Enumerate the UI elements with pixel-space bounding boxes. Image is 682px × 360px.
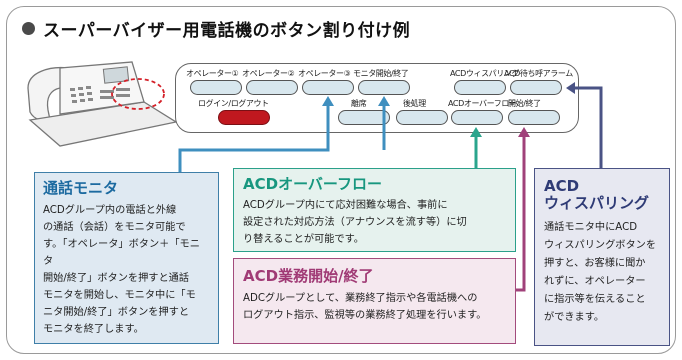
call-monitor-title: 通話モニタ bbox=[43, 179, 119, 197]
acd-overflow-button[interactable] bbox=[451, 110, 503, 125]
label-acd-queue-alarm: ACD待ち呼アラーム bbox=[504, 69, 573, 78]
login-logout-button[interactable] bbox=[218, 110, 270, 125]
body-line: 開始/終了」ボタンを押すと通話 bbox=[43, 273, 190, 285]
operator-1-button[interactable] bbox=[190, 80, 242, 95]
label-acd-whisper: ACDウィスパリング bbox=[450, 69, 520, 78]
body-line: の通話（会話）をモニタ可能で bbox=[43, 222, 186, 234]
body-line: ADCグループとして、業務終了指示や各電話機への bbox=[243, 293, 478, 305]
label-operator-2: オペレーター② bbox=[242, 69, 295, 78]
title-line: ACD bbox=[544, 177, 580, 195]
arrow-monitor-operator bbox=[322, 96, 334, 106]
label-after-call-work: 後処理 bbox=[403, 99, 426, 108]
operator-2-button[interactable] bbox=[246, 80, 298, 95]
acd-business-body: ADCグループとして、業務終了指示や各電話機への ログアウト指示、監視等の業務終… bbox=[243, 290, 506, 324]
body-line: モニタを終了します。 bbox=[43, 324, 144, 336]
label-operator-1: オペレーター① bbox=[186, 69, 239, 78]
acd-whisper-button[interactable] bbox=[454, 80, 506, 95]
start-end-button[interactable] bbox=[508, 110, 560, 125]
diagram-title: スーパーバイザー用電話機のボタン割り付け例 bbox=[22, 16, 410, 41]
label-operator-3: オペレーター③ bbox=[298, 69, 351, 78]
acd-overflow-card: ACDオーバーフロー ACDグループ内にて応対困難な場合、事前に 設定された対応… bbox=[233, 168, 516, 252]
body-line: ウィスパリングボタンを bbox=[544, 239, 657, 251]
body-line: ログアウト指示、監視等の業務終了処理を行います。 bbox=[243, 310, 487, 322]
body-line: 通話モニタ中にACD bbox=[544, 221, 638, 233]
acd-business-title: ACD業務開始/終了 bbox=[243, 267, 374, 285]
acd-business-card: ACD業務開始/終了 ADCグループとして、業務終了指示や各電話機への ログアウ… bbox=[233, 258, 516, 344]
arrow-overflow bbox=[470, 127, 482, 137]
acd-whisper-body: 通話モニタ中にACD ウィスパリングボタンを 押すと、お客様に聞か れずに、オペ… bbox=[544, 219, 660, 327]
after-call-work-button[interactable] bbox=[396, 110, 448, 125]
body-line: モニタを開始し、モニタ中に「モ bbox=[43, 290, 196, 302]
label-monitor-start-end: モニタ開始/終了 bbox=[353, 69, 409, 78]
body-line: ACDグループ内にて応対困難な場合、事前に bbox=[243, 200, 448, 212]
call-monitor-body: ACDグループ内の電話と外線 の通話（会話）をモニタ可能で す。「オペレータ」ボ… bbox=[43, 202, 210, 338]
monitor-start-end-button[interactable] bbox=[358, 80, 410, 95]
arrow-business bbox=[518, 127, 530, 137]
acd-whisper-title: ACD ウィスパリング bbox=[544, 177, 660, 213]
body-line: ニタ開始/終了」ボタンを押すと bbox=[43, 307, 190, 319]
body-line: 設定された対応方法（アナウンスを流す等）に切 bbox=[243, 217, 467, 229]
body-line: り替えることが可能です。 bbox=[243, 234, 364, 246]
label-away: 離席 bbox=[351, 99, 367, 108]
acd-whisper-card: ACD ウィスパリング 通話モニタ中にACD ウィスパリングボタンを 押すと、お… bbox=[534, 168, 670, 346]
bullet-icon bbox=[22, 22, 35, 35]
label-start-end: 開始/終了 bbox=[508, 99, 541, 108]
body-line: ができます。 bbox=[544, 311, 605, 323]
arrow-whisper bbox=[566, 82, 575, 94]
label-login-logout: ログイン/ログアウト bbox=[198, 99, 269, 108]
operator-3-button[interactable] bbox=[302, 80, 354, 95]
body-line: に指示等を伝えること bbox=[544, 293, 646, 305]
call-monitor-card: 通話モニタ ACDグループ内の電話と外線 の通話（会話）をモニタ可能で す。「オ… bbox=[34, 172, 219, 344]
away-button[interactable] bbox=[338, 110, 390, 125]
body-line: れずに、オペレーター bbox=[544, 275, 646, 287]
arrow-monitor-start-end bbox=[378, 96, 390, 106]
body-line: ACDグループ内の電話と外線 bbox=[43, 205, 177, 217]
title-text: スーパーバイザー用電話機のボタン割り付け例 bbox=[43, 21, 411, 41]
title-line: ウィスパリング bbox=[544, 194, 650, 213]
label-acd-overflow: ACDオーバーフロー bbox=[448, 99, 517, 108]
body-line: す。「オペレータ」ボタン＋「モニタ bbox=[43, 239, 200, 268]
body-line: 押すと、お客様に聞か bbox=[544, 257, 646, 269]
acd-queue-alarm-button[interactable] bbox=[510, 80, 562, 95]
acd-overflow-title: ACDオーバーフロー bbox=[243, 175, 383, 193]
acd-overflow-body: ACDグループ内にて応対困難な場合、事前に 設定された対応方法（アナウンスを流す… bbox=[243, 197, 506, 248]
